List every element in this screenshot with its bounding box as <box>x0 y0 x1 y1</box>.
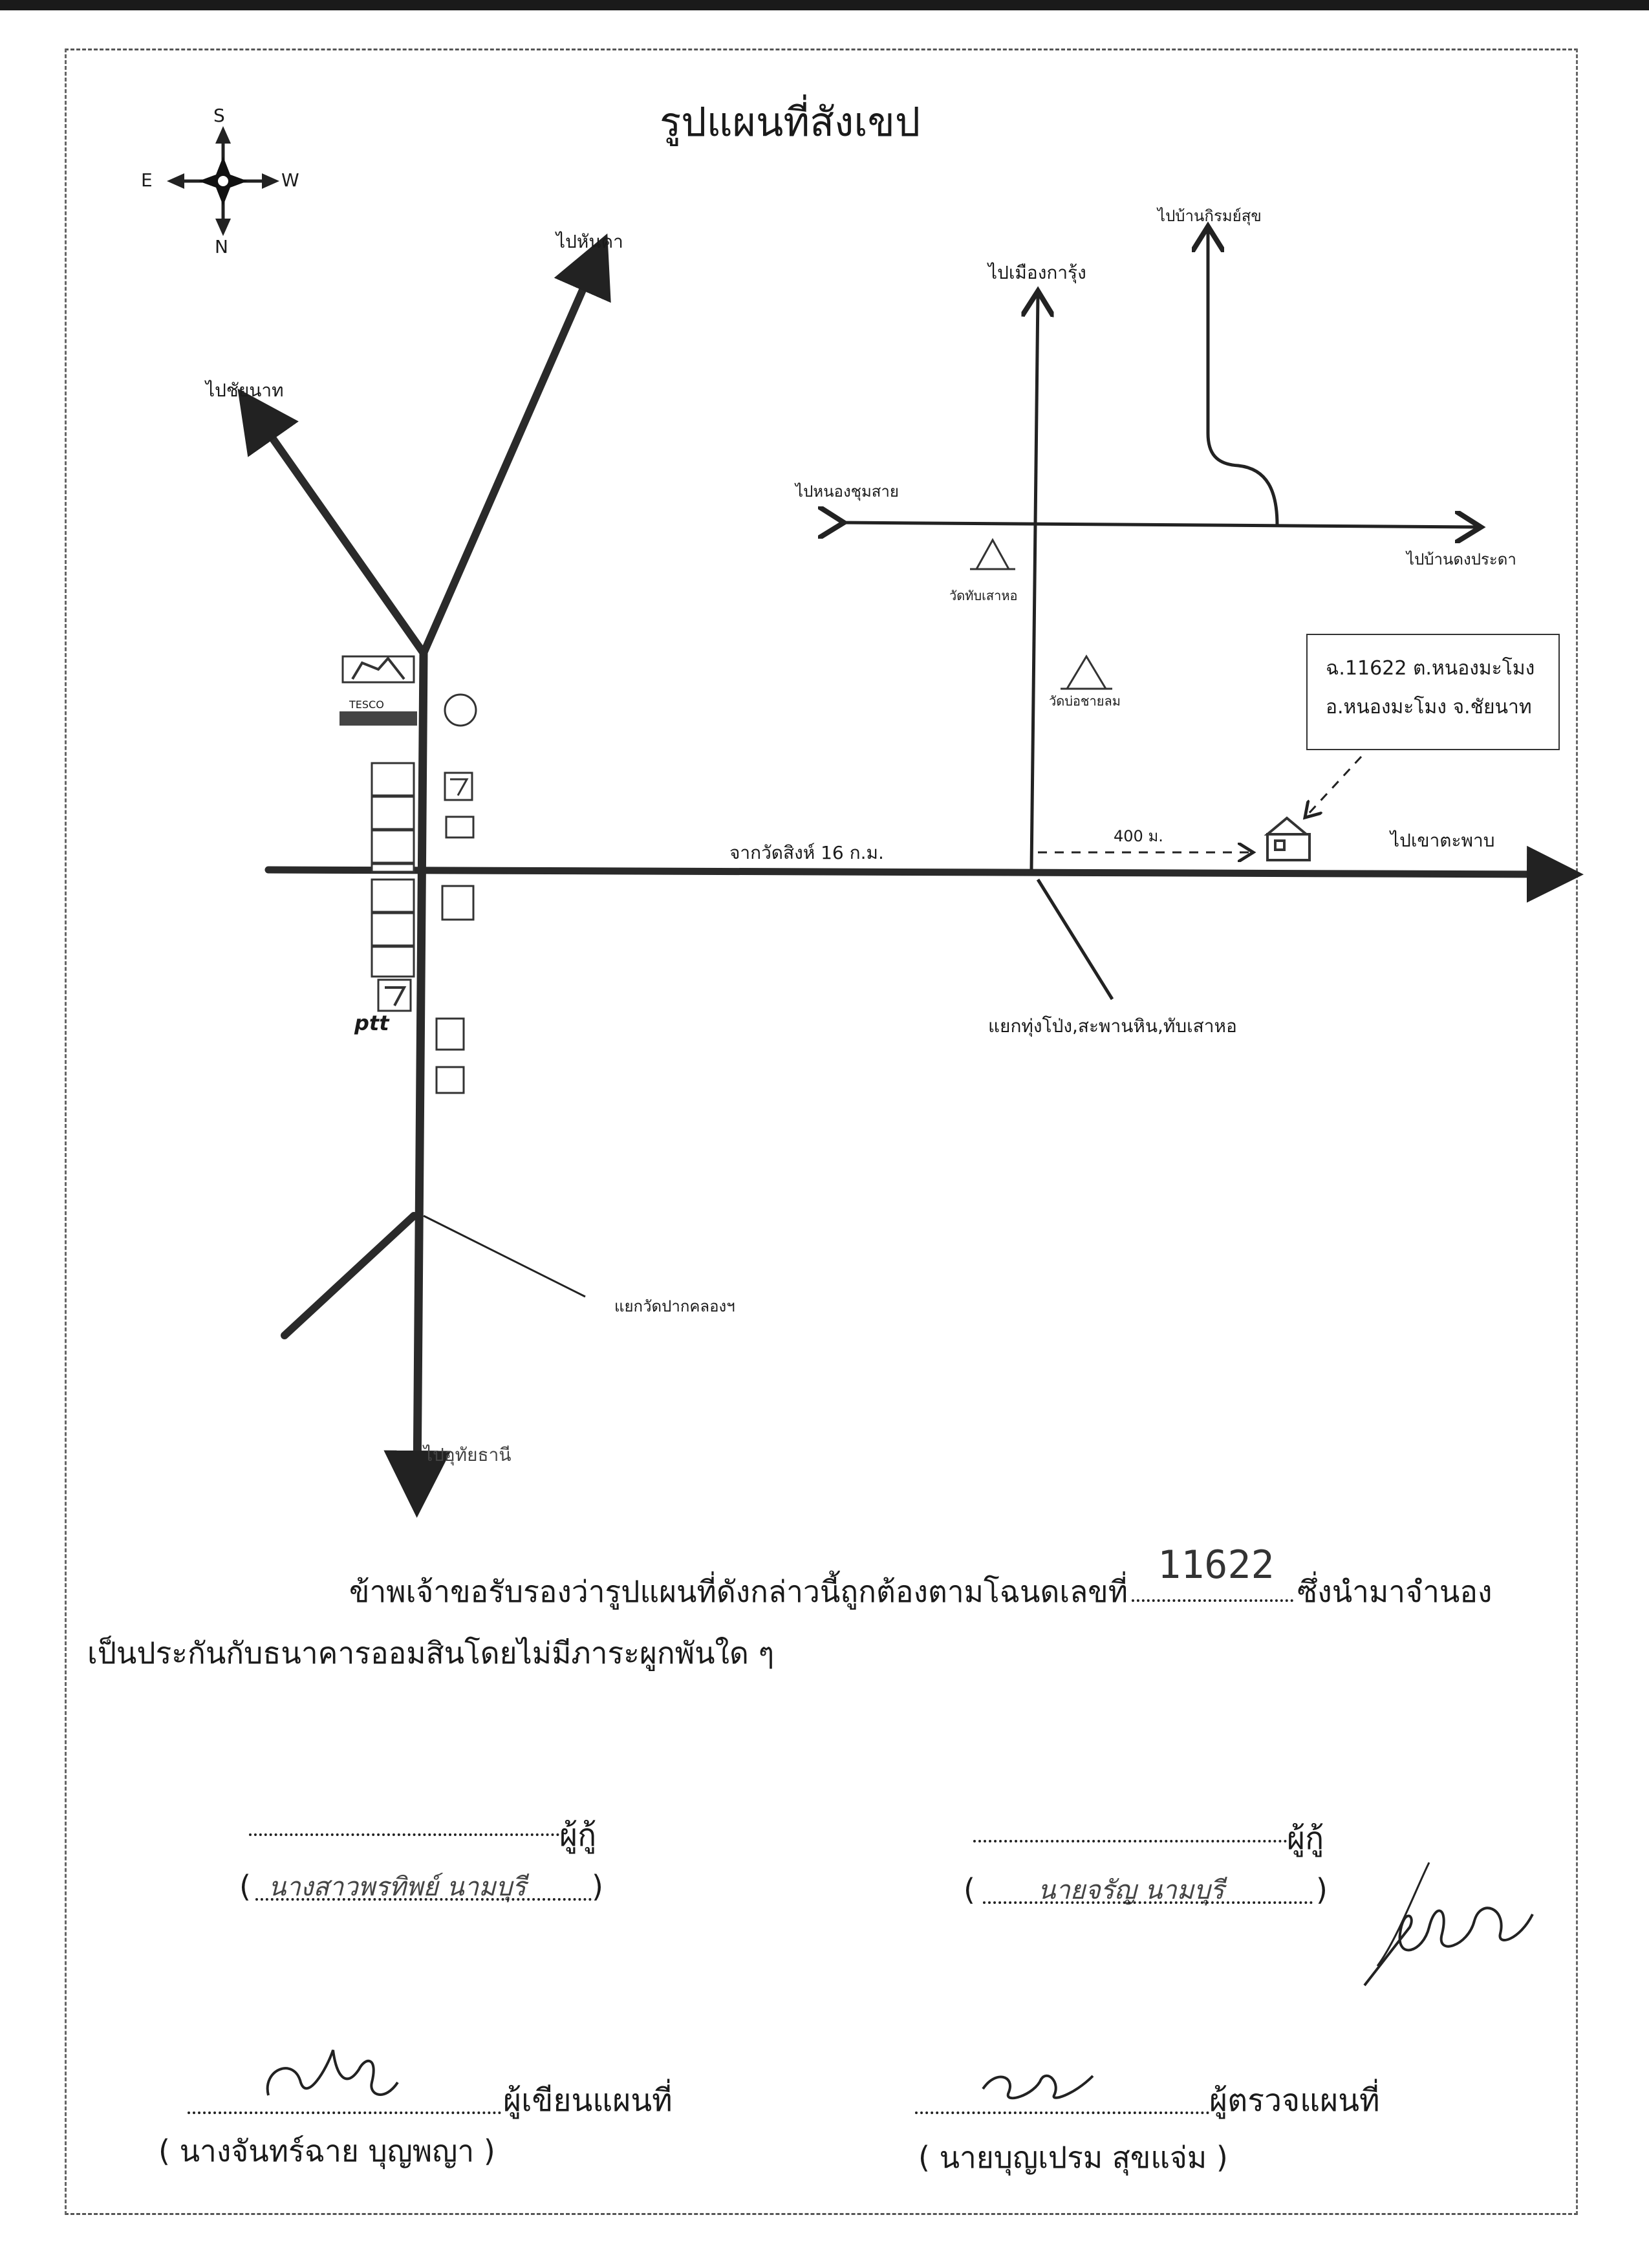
label-junction-thung-pong: แยกทุ่งโป่ง,สะพานหิน,ทับเสาหอ <box>988 1015 1237 1037</box>
map-writer-role: ผู้เขียนแผนที่ <box>503 2082 673 2119</box>
borrower1-role: ผู้กู้ <box>559 1817 597 1853</box>
secondary-roads <box>423 230 1478 1298</box>
borrower2-name-line <box>983 1901 1313 1904</box>
map-writer-name: ( นางจันทร์ฉาย บุญพญา ) <box>158 2133 495 2168</box>
scan-top-edge <box>0 0 1649 10</box>
map-checker-role: ผู้ตรวจแผนที่ <box>1209 2082 1380 2119</box>
certification-statement-line2: เป็นประกันกับธนาคารออมสินโดยไม่มีภาระผูก… <box>87 1636 775 1670</box>
borrower2-close-paren: ) <box>1316 1872 1328 1907</box>
certification-statement-line1: ข้าพเจ้าขอรับรองว่ารูปแผนที่ดังกล่าวนี้ถ… <box>349 1542 1493 1615</box>
handwritten-signature-map-checker <box>982 2074 1094 2100</box>
compass-west-label: W <box>281 169 299 191</box>
house-icon <box>1264 816 1311 861</box>
label-to-uthai-thani: ไปอุทัยธานี <box>424 1444 512 1465</box>
label-junction-wat-pak-khlong: แยกวัดปากคลองฯ <box>614 1297 735 1315</box>
parcel-line-2: อ.หนองมะโมง จ.ชัยนาท <box>1326 696 1532 718</box>
label-tesco: TESCO <box>349 698 384 711</box>
borrower2-open-paren: ( <box>964 1872 975 1907</box>
label-wat-thap-sao-ho: วัดทับเสาหอ <box>949 588 1018 603</box>
label-distance: 400 ม. <box>1114 827 1163 845</box>
statement-part1: ข้าพเจ้าขอรับรองว่ารูปแผนที่ดังกล่าวนี้ถ… <box>349 1574 1128 1609</box>
borrower2-signature-line <box>973 1840 1287 1842</box>
bank-icon <box>445 815 475 839</box>
borrower2-name: นายจรัญ นามบุรี <box>1038 1875 1225 1905</box>
map-checker-signature-line <box>915 2111 1209 2114</box>
borrower1-signature-line <box>249 1833 559 1836</box>
shop-icon-2 <box>435 1066 465 1094</box>
sketch-map <box>167 126 1584 1518</box>
handwritten-signature-map-writer <box>266 2049 399 2096</box>
label-ptt: ptt <box>354 1011 389 1035</box>
statement-part2: ซึ่งนำมาจำนอง <box>1297 1574 1493 1609</box>
borrower1-name: นางสาวพรทิพย์ นามบุรี <box>268 1872 526 1902</box>
seven-eleven-icon <box>377 772 473 1012</box>
deed-number-field: 11622 <box>1132 1542 1294 1602</box>
main-roads <box>237 233 1584 1518</box>
handwritten-signature-borrower2 <box>1363 1862 1534 1987</box>
label-from-wat-sing: จากวัดสิงห์ 16 ก.ม. <box>729 842 884 863</box>
page-border <box>65 49 1578 2215</box>
gas-station-icon <box>444 693 477 727</box>
parcel-line-1: ฉ.11622 ต.หนองมะโมง <box>1326 657 1535 680</box>
borrower1-open-paren: ( <box>239 1869 251 1904</box>
label-to-chainat: ไปชัยนาท <box>206 380 284 401</box>
page-title: รูปแผนที่สังเขป <box>660 98 921 146</box>
label-to-nong-chumsai: ไปหนองชุมสาย <box>795 482 899 501</box>
borrower1-name-line <box>255 1898 592 1901</box>
deed-number: 11622 <box>1158 1542 1275 1588</box>
borrower1-close-paren: ) <box>592 1869 603 1904</box>
compass-south-label: S <box>213 105 225 126</box>
label-to-khao-taphap: ไปเขาตะพาบ <box>1390 830 1495 851</box>
shop-icon <box>435 1017 465 1051</box>
map-writer-signature-line <box>188 2111 501 2114</box>
map-checker-name: ( นายบุญเปรม สุขแจ่ม ) <box>918 2140 1228 2175</box>
parcel-location-box: ฉ.11622 ต.หนองมะโมง อ.หนองมะโมง จ.ชัยนาท <box>1306 634 1560 750</box>
temple-icon <box>970 537 1112 690</box>
label-wat-bo-chai-lom: วัดบ่อชายลม <box>1049 693 1121 709</box>
borrower2-role: ผู้กู้ <box>1287 1820 1324 1857</box>
compass-east-label: E <box>141 169 153 191</box>
compass-rose-icon <box>167 126 279 236</box>
building-block-icon <box>371 762 415 978</box>
compass-north-label: N <box>215 236 228 257</box>
label-to-mueang-karung: ไปเมืองการุ้ง <box>988 262 1086 283</box>
label-to-ban-dong-pradu: ไปบ้านดงประดา <box>1406 550 1516 568</box>
tesco-store-icon <box>339 655 417 726</box>
label-to-hankha: ไปหันคา <box>556 231 623 252</box>
gsb-bank-icon <box>441 885 475 921</box>
label-to-ban-kriamsuk: ไปบ้านกิรมย์สุข <box>1158 207 1262 225</box>
